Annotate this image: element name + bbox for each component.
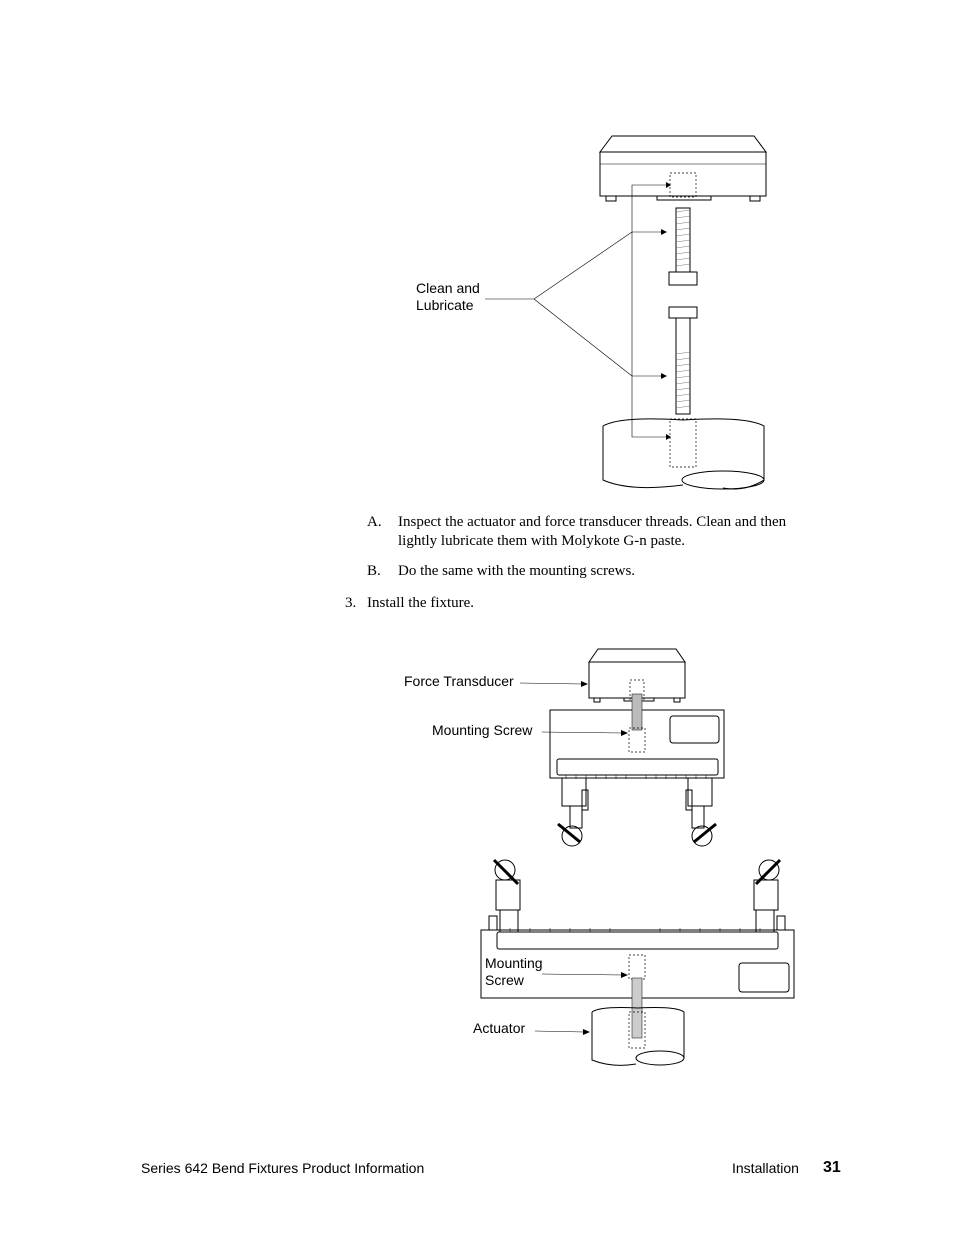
upper-fixture-drawing [549, 693, 725, 847]
actuator-label: Actuator [473, 1020, 526, 1036]
force-transducer-label: Force Transducer [404, 673, 514, 689]
step-3-marker: 3. [345, 595, 357, 611]
fixture-callout-arrows [519, 681, 628, 1035]
step-a-text: Inspect the actuator and force transduce… [398, 514, 787, 549]
figure-clean-lubricate [485, 135, 767, 490]
mounting-screw-bottom-label-line2: Screw [485, 972, 524, 988]
clean-lubricate-callout-lines [485, 182, 671, 440]
clean-lubricate-label-line2: Lubricate [416, 297, 474, 313]
step-b-marker: B. [367, 563, 381, 579]
lower-mounting-screw-drawing [668, 306, 698, 415]
upper-mounting-screw-drawing [668, 207, 698, 286]
step-a-marker: A. [367, 514, 382, 530]
lower-fixture-drawing [480, 858, 795, 1039]
mounting-screw-top-label: Mounting Screw [432, 722, 533, 738]
footer-document-title: Series 642 Bend Fixtures Product Informa… [141, 1160, 425, 1176]
step-b-text: Do the same with the mounting screws. [398, 563, 636, 579]
actuator-2-drawing [591, 1007, 685, 1066]
figure-install-fixture [480, 648, 795, 1066]
footer-page-number: 31 [823, 1159, 841, 1176]
clean-lubricate-label-line1: Clean and [416, 280, 480, 296]
step-3-text: Install the fixture. [367, 595, 475, 611]
footer-section-name: Installation [732, 1160, 799, 1176]
actuator-drawing [602, 418, 765, 490]
force-transducer-drawing [599, 135, 767, 202]
mounting-screw-bottom-label-line1: Mounting [485, 955, 543, 971]
